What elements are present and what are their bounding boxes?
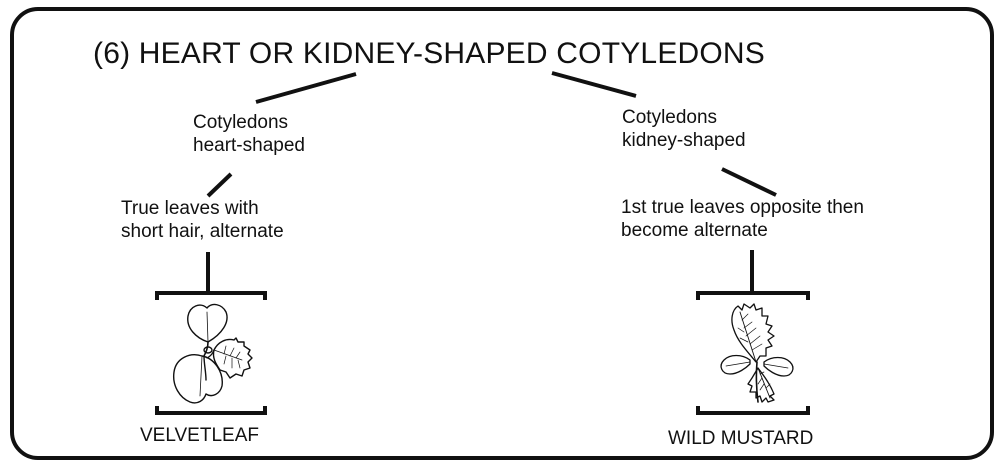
- velvetleaf-leaves-line2: short hair, alternate: [121, 221, 284, 244]
- velvetleaf-leaves-line1: True leaves with: [121, 198, 284, 221]
- kidney-cotyledons-line1: Cotyledons: [622, 107, 746, 130]
- heart-cotyledons-line2: heart-shaped: [193, 135, 305, 158]
- velvetleaf-leaves-label: True leaves with short hair, alternate: [121, 198, 284, 244]
- wild-mustard-species-label: WILD MUSTARD: [668, 428, 813, 451]
- connector-title-left: [256, 74, 356, 102]
- velvetleaf-seedling-illustration: [160, 298, 264, 410]
- connector-title-right: [552, 73, 636, 96]
- mustard-leaves-line1: 1st true leaves opposite then: [621, 197, 864, 220]
- wild-mustard-seedling-illustration: [704, 298, 808, 410]
- heart-cotyledons-label: Cotyledons heart-shaped: [193, 112, 305, 158]
- mustard-leaves-line2: become alternate: [621, 220, 864, 243]
- mustard-leaves-label: 1st true leaves opposite then become alt…: [621, 197, 864, 243]
- heart-cotyledons-line1: Cotyledons: [193, 112, 305, 135]
- connector-kidney-to-leaves: [722, 169, 776, 195]
- velvetleaf-species-label: VELVETLEAF: [140, 425, 259, 448]
- kidney-cotyledons-label: Cotyledons kidney-shaped: [622, 107, 746, 153]
- kidney-cotyledons-line2: kidney-shaped: [622, 130, 746, 153]
- connector-heart-to-leaves: [208, 174, 231, 196]
